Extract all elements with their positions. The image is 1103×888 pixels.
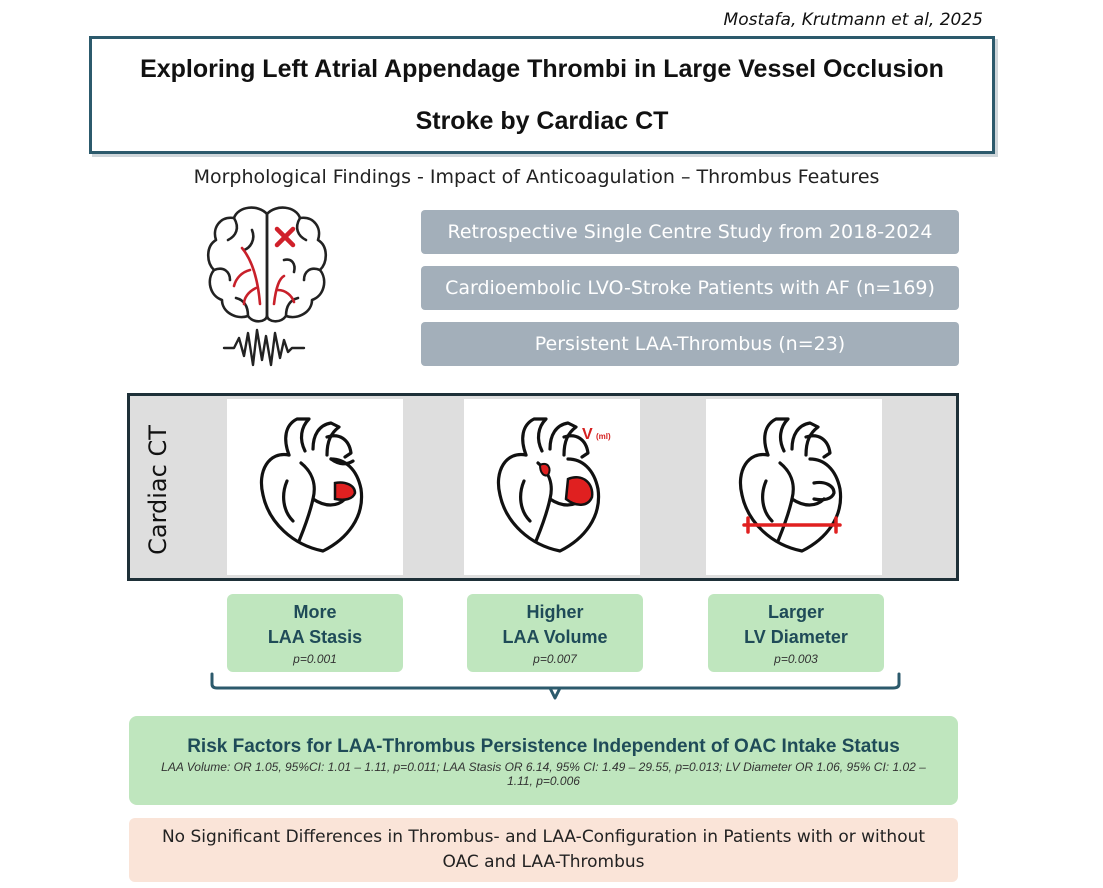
volume-v-label: V <box>582 426 593 443</box>
title-line-1: Exploring Left Atrial Appendage Thrombi … <box>140 55 944 83</box>
finding-laa-volume-line2: LAA Volume <box>502 627 608 647</box>
study-bar-thrombus: Persistent LAA-Thrombus (n=23) <box>421 322 959 366</box>
brain-stroke-icon <box>206 206 328 367</box>
finding-laa-volume-line1: Higher <box>526 602 584 622</box>
risk-factors-stats: LAA Volume: OR 1.05, 95%CI: 1.01 – 1.11,… <box>161 760 926 788</box>
volume-unit-label: (ml) <box>596 432 611 441</box>
finding-lv-diameter: Larger LV Diameter p=0.003 <box>708 594 884 672</box>
bracket-connector <box>210 672 901 700</box>
heart-volume-icon: V (ml) <box>496 417 611 553</box>
study-bar-design: Retrospective Single Centre Study from 2… <box>421 210 959 254</box>
finding-laa-stasis-p: p=0.001 <box>293 652 337 666</box>
risk-factors-box: Risk Factors for LAA-Thrombus Persistenc… <box>129 716 958 805</box>
finding-laa-stasis-line1: More <box>293 602 337 622</box>
cardiac-ct-label: Cardiac CT <box>144 425 173 555</box>
finding-lv-diameter-line2: LV Diameter <box>744 627 848 647</box>
heart-diameter-card <box>706 399 882 575</box>
risk-factors-title: Risk Factors for LAA-Thrombus Persistenc… <box>187 736 900 757</box>
heart-diameter-icon <box>738 417 843 553</box>
heart-stasis-card <box>227 399 403 575</box>
citation: Mostafa, Krutmann et al, 2025 <box>723 10 983 30</box>
finding-laa-stasis: More LAA Stasis p=0.001 <box>227 594 403 672</box>
finding-lv-diameter-line1: Larger <box>767 602 825 622</box>
title-line-2: Stroke by Cardiac CT <box>415 107 669 135</box>
heart-stasis-icon <box>259 417 364 553</box>
finding-laa-stasis-line2: LAA Stasis <box>267 627 363 647</box>
no-difference-box: No Significant Differences in Thrombus- … <box>129 818 958 882</box>
study-bar-patients: Cardioembolic LVO-Stroke Patients with A… <box>421 266 959 310</box>
title-box: Exploring Left Atrial Appendage Thrombi … <box>89 36 995 154</box>
heart-volume-card: V (ml) <box>464 399 640 575</box>
finding-lv-diameter-p: p=0.003 <box>774 652 818 666</box>
finding-laa-volume: Higher LAA Volume p=0.007 <box>467 594 643 672</box>
finding-laa-volume-p: p=0.007 <box>533 652 577 666</box>
subtitle: Morphological Findings - Impact of Antic… <box>193 166 880 188</box>
